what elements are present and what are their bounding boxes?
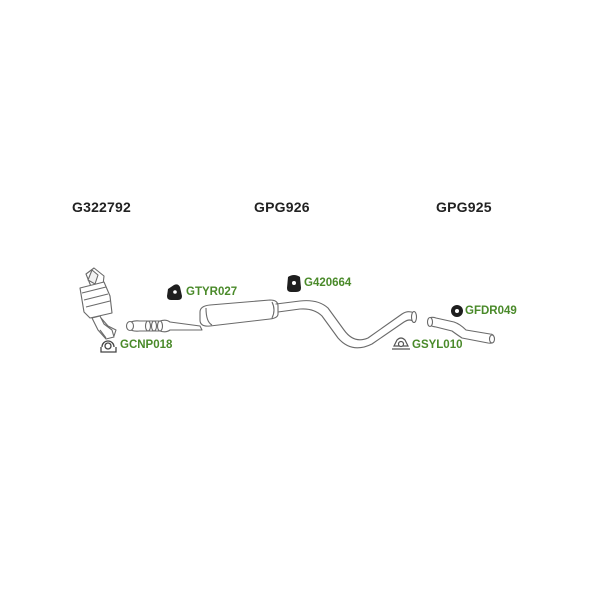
section-title-catalyst: G322792 bbox=[72, 199, 132, 215]
part-label-g420664[interactable]: G420664 bbox=[304, 277, 352, 289]
part-label-gsyl010[interactable]: GSYL010 bbox=[412, 339, 463, 351]
middle-silencer[interactable] bbox=[199, 299, 279, 327]
part-label-gcnp018[interactable]: GCNP018 bbox=[120, 339, 173, 351]
part-label-gfdr049[interactable]: GFDR049 bbox=[465, 305, 517, 317]
rubber-hanger-gtyr027[interactable] bbox=[167, 284, 182, 300]
section-title-rear: GPG925 bbox=[436, 199, 492, 215]
rear-pipe[interactable] bbox=[275, 300, 418, 349]
rubber-hanger-gfdr049[interactable] bbox=[451, 305, 463, 317]
clamp-gcnp018[interactable] bbox=[100, 340, 117, 353]
bracket-gsyl010[interactable] bbox=[392, 337, 410, 350]
catalytic-converter[interactable] bbox=[79, 267, 117, 340]
front-pipe[interactable] bbox=[125, 319, 203, 333]
rubber-hanger-g420664[interactable] bbox=[287, 275, 301, 292]
section-title-middle: GPG926 bbox=[254, 199, 310, 215]
tail-pipe[interactable] bbox=[426, 316, 496, 344]
part-label-gtyr027[interactable]: GTYR027 bbox=[186, 286, 238, 298]
